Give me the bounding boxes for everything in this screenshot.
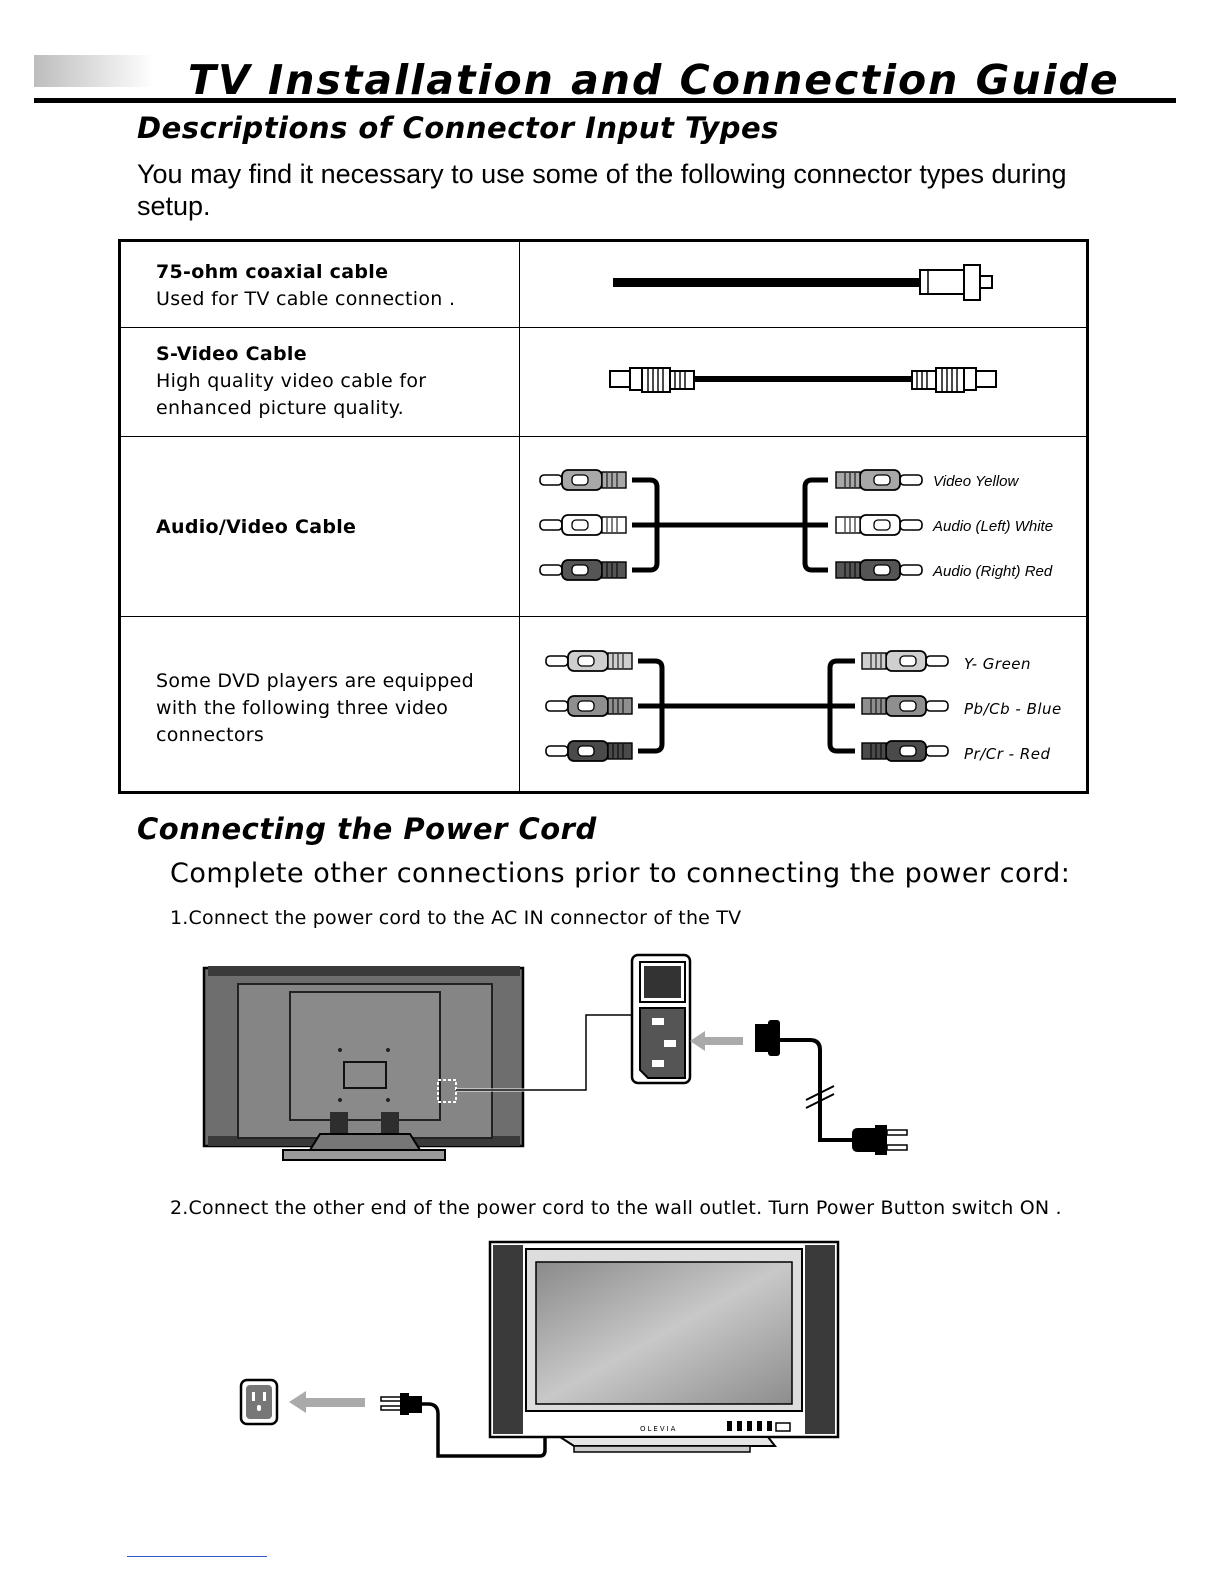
svg-text:OLEVIA: OLEVIA (640, 1425, 677, 1433)
table-divider (121, 327, 1086, 328)
page-title: TV Installation and Connection Guide (188, 56, 1120, 104)
connector-section-title: Descriptions of Connector Input Types (137, 111, 779, 145)
connector-table: 75-ohm coaxial cable Used for TV cable c… (118, 239, 1089, 794)
av-cell: Audio/Video Cable (156, 514, 356, 541)
step-1-text: 1.Connect the power cord to the AC IN co… (170, 907, 742, 929)
component-cable-icon (545, 650, 949, 762)
component-cell: Some DVD players are equipped with the f… (156, 668, 474, 749)
table-divider (121, 436, 1086, 437)
header-gradient-bar (34, 55, 154, 87)
component-label-pb: Pb/Cb - Blue (964, 700, 1062, 718)
coax-title: 75-ohm coaxial cable (156, 261, 389, 283)
av-cable-icon (539, 469, 923, 581)
svideo-desc-line: enhanced picture quality. (156, 397, 404, 419)
power-section-title: Connecting the Power Cord (137, 812, 597, 846)
arrow-left-icon (690, 1031, 743, 1051)
arrow-left-icon (289, 1391, 365, 1413)
svideo-cell: S-Video Cable High quality video cable f… (156, 341, 426, 422)
intro-text: You may find it necessary to use some of… (137, 159, 1067, 221)
ac-inlet-panel (630, 953, 692, 1085)
av-label-audio-right: Audio (Right) Red (933, 563, 1053, 580)
power-cord-icon (755, 1020, 908, 1155)
component-desc-line: Some DVD players are equipped (156, 670, 474, 692)
power-subtitle: Complete other connections prior to conn… (170, 858, 1071, 889)
coax-cable-icon (613, 264, 993, 301)
av-label-video: Video Yellow (933, 473, 1019, 490)
component-desc-line: connectors (156, 724, 265, 746)
svideo-cable-icon (609, 367, 997, 393)
component-label-y: Y- Green (964, 655, 1032, 673)
step-2-text: 2.Connect the other end of the power cor… (170, 1197, 1062, 1219)
table-divider (121, 616, 1086, 617)
coax-desc: Used for TV cable connection . (156, 288, 456, 310)
coax-cell: 75-ohm coaxial cable Used for TV cable c… (156, 259, 455, 313)
av-title: Audio/Video Cable (156, 516, 357, 538)
tv-rear-illustration (202, 966, 632, 1161)
svideo-title: S-Video Cable (156, 343, 307, 365)
tv-front-illustration: OLEVIA (488, 1240, 840, 1453)
svideo-desc-line: High quality video cable for (156, 370, 427, 392)
footer-rule (127, 1556, 267, 1557)
table-divider-vertical (519, 242, 520, 791)
component-desc-line: with the following three video (156, 697, 449, 719)
power-plug-icon (380, 1393, 547, 1458)
header-rule (34, 98, 1176, 103)
wall-outlet-icon (239, 1378, 279, 1426)
av-label-audio-left: Audio (Left) White (933, 518, 1054, 535)
component-label-pr: Pr/Cr - Red (964, 745, 1051, 763)
